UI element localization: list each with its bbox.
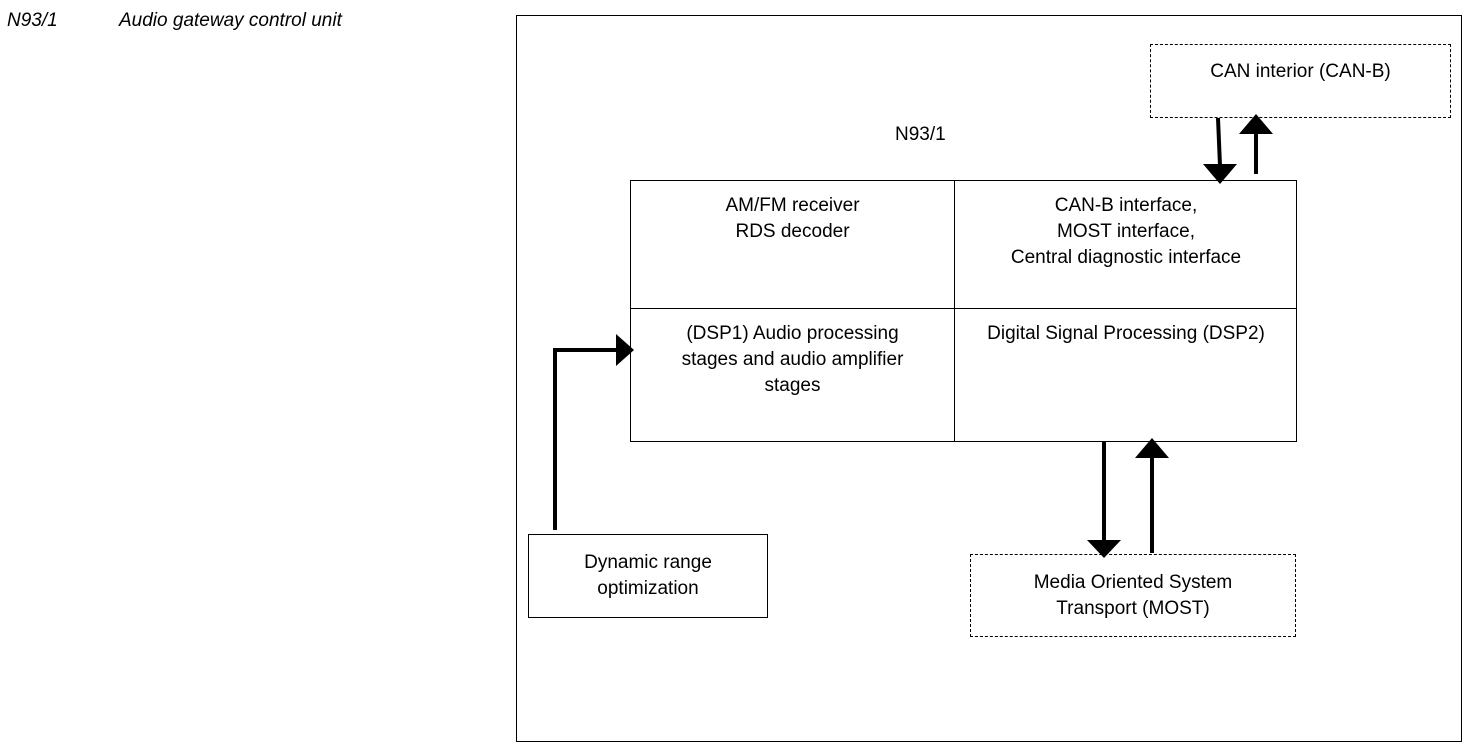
cell-am-fm-receiver: AM/FM receiver RDS decoder bbox=[725, 195, 860, 242]
cell-interfaces: CAN-B interface, MOST interface, Central… bbox=[1010, 195, 1242, 268]
arrow-drc-head bbox=[616, 334, 634, 366]
most-box: Media Oriented System Transport (MOST) bbox=[970, 554, 1296, 637]
control-unit-block: AM/FM receiver RDS decoder CAN-B interfa… bbox=[630, 180, 1297, 442]
grid-vertical-divider bbox=[954, 181, 955, 441]
can-interior-box: CAN interior (CAN-B) bbox=[1150, 44, 1451, 118]
arrow-can-down-head bbox=[1203, 164, 1237, 184]
caption-title: Audio gateway control unit bbox=[119, 10, 342, 31]
cell-dsp1: (DSP1) Audio processing stages and audio… bbox=[681, 323, 904, 396]
arrow-drc-shaft bbox=[553, 348, 618, 530]
caption-id: N93/1 bbox=[7, 10, 58, 31]
arrow-most-up-head bbox=[1135, 438, 1169, 458]
cell-dsp2: Digital Signal Processing (DSP2) bbox=[987, 323, 1265, 344]
diagram-frame bbox=[516, 15, 1462, 742]
dynamic-range-box: Dynamic range optimization bbox=[528, 534, 768, 618]
can-interior-label: CAN interior (CAN-B) bbox=[1210, 61, 1391, 82]
most-label: Media Oriented System Transport (MOST) bbox=[1033, 571, 1233, 619]
arrow-can-down-shaft bbox=[1216, 117, 1222, 167]
grid-horizontal-divider bbox=[631, 308, 1296, 309]
dynamic-range-label: Dynamic range optimization bbox=[584, 552, 712, 599]
arrow-most-down-head bbox=[1087, 540, 1121, 558]
arrow-can-up-head bbox=[1239, 114, 1273, 134]
block-label: N93/1 bbox=[895, 124, 946, 145]
